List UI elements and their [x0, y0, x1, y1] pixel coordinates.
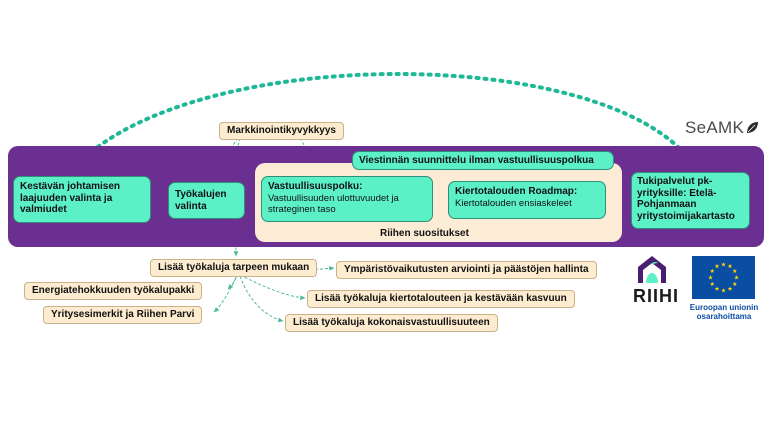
eu-flag	[692, 256, 755, 299]
eu-star	[734, 275, 739, 280]
support-services-box: Tukipalvelut pk-yrityksille: Etelä-Pohja…	[631, 172, 750, 229]
add-tools-as-needed-label: Lisää työkaluja tarpeen mukaan	[150, 259, 318, 277]
riihi-logo-text: RIIHI	[633, 286, 680, 306]
circular-growth-tools-label: Lisää työkaluja kiertotalouteen ja kestä…	[307, 290, 575, 308]
responsibility-path-title: Vastuullisuuspolku:	[268, 181, 363, 192]
eu-star	[721, 262, 726, 267]
eu-star	[714, 263, 720, 269]
circular-roadmap-text: Kiertotalouden ensiaskeleet	[455, 197, 572, 209]
eu-star	[709, 281, 715, 286]
company-examples-label: Yritysesimerkit ja Riihen Parvi	[43, 306, 203, 324]
seamk-leaf-icon	[747, 122, 758, 133]
communication-planning-box: Viestinnän suunnittelu ilman vastuullisu…	[352, 151, 614, 170]
environmental-impact-label: Ympäristövaikutusten arviointi ja päästö…	[336, 261, 597, 279]
overall-responsibility-tools-label: Lisää työkaluja kokonaisvastuullisuuteen	[285, 314, 498, 332]
circular-roadmap-box: Kiertotalouden Roadmap: Kiertotalouden e…	[448, 181, 606, 219]
eu-stars-icon	[708, 262, 739, 293]
marketing-capability-label: Markkinointikyvykkyys	[219, 122, 344, 140]
energy-toolkit-label: Energiatehokkuuden työkalupakki	[24, 282, 203, 300]
recommendations-label: Riihen suositukset	[380, 228, 469, 239]
responsibility-path-text: Vastuullisuuden ulottuvuudet ja strategi…	[268, 192, 399, 216]
eu-star	[714, 286, 720, 291]
tool-selection-box: Työkalujen valinta	[168, 182, 245, 219]
responsibility-path-box: Vastuullisuuspolku: Vastuullisuuden ulot…	[261, 176, 433, 222]
feedback-dotted-arrow	[75, 72, 692, 167]
eu-caption-line1: Euroopan unionin	[689, 303, 759, 312]
eu-star	[709, 268, 715, 273]
eu-caption: Euroopan unionin osarahoittama	[682, 303, 766, 321]
riihi-house-icon	[638, 256, 666, 283]
circular-roadmap-title: Kiertotalouden Roadmap:	[455, 186, 578, 197]
eu-caption-line2: osarahoittama	[696, 312, 752, 321]
eu-star	[721, 288, 726, 293]
eu-star	[727, 286, 733, 291]
eu-star	[732, 281, 738, 286]
seamk-logo-text: SeAMK	[685, 118, 745, 137]
eu-star	[732, 268, 738, 273]
leadership-scope-box: Kestävän johtamisen laajuuden valinta ja…	[13, 176, 151, 223]
eu-star	[727, 263, 733, 269]
eu-star	[708, 275, 713, 280]
